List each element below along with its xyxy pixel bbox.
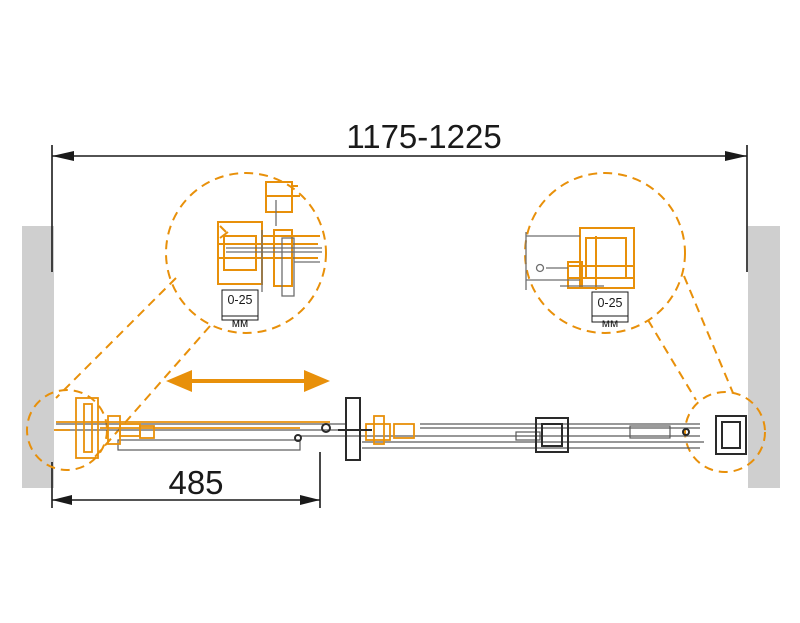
opening-arrow-left (52, 495, 72, 505)
left-detail-profile (217, 181, 320, 287)
right-gap-unit: мм (602, 316, 619, 330)
right-detail-gap-marker (591, 291, 629, 323)
detail-callouts (26, 172, 766, 473)
orange-panel-lines (54, 397, 415, 459)
opening-width-dimension (51, 452, 321, 508)
total-width-arrow-left (52, 151, 74, 161)
left-detail-gap-marker (221, 289, 259, 321)
opening-width-label: 485 (168, 464, 223, 501)
right-detail-circle (524, 172, 686, 334)
right-callout-connector-lower (647, 319, 697, 401)
left-callout-connector-upper (55, 277, 177, 399)
right-callout-connector-upper (683, 275, 734, 394)
opening-arrow-right (300, 495, 320, 505)
left-detail-dark-lines (226, 200, 322, 297)
right-detail-profile (567, 227, 635, 290)
left-gap-unit: мм (232, 316, 249, 330)
total-width-label: 1175-1225 (346, 118, 501, 155)
left-wall (22, 226, 54, 488)
right-wall (748, 226, 780, 488)
left-gap-range: 0-25 (227, 293, 252, 307)
left-detail-circle (165, 172, 327, 334)
right-end-circle (684, 391, 766, 473)
right-gap-range: 0-25 (597, 296, 622, 310)
total-width-dimension (51, 145, 748, 272)
right-detail-dark-lines (525, 232, 604, 290)
dark-hardware (294, 397, 747, 461)
total-width-arrow-right (725, 151, 747, 161)
slide-direction-arrow (166, 370, 330, 392)
